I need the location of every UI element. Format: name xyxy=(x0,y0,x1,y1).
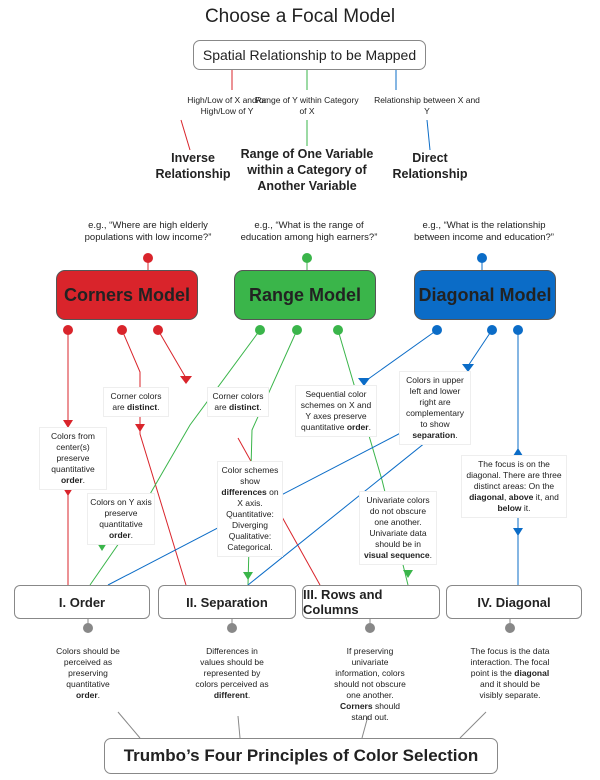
diagram-title: Choose a Focal Model xyxy=(204,6,396,27)
note-diagonal-sequential: Sequential color schemes on X and Y axes… xyxy=(296,386,376,436)
principle-rows-columns: III. Rows and Columns xyxy=(302,585,440,619)
note-corners-order: Colors from center(s) preserve quantitat… xyxy=(40,428,106,489)
example-direct: e.g., “What is the relationship between … xyxy=(414,220,554,243)
note-diagonal-complementary: Colors in upper left and lower right are… xyxy=(400,372,470,444)
diagonal-top-dot xyxy=(477,253,487,263)
principle-order: I. Order xyxy=(14,585,150,619)
range-top-dot xyxy=(302,253,312,263)
note-diagonal-focus: The focus is on the diagonal. There are … xyxy=(462,456,566,517)
principle-separation: II. Separation xyxy=(158,585,296,619)
branch-label-inverse: High/Low of X and/or High/Low of Y xyxy=(187,95,267,116)
branch-label-range: Range of Y within Category of X xyxy=(255,95,359,116)
range-model: Range Model xyxy=(234,270,376,320)
relationship-direct: Direct Relationship xyxy=(392,151,468,181)
principle-separation-desc: Differences in values should be represen… xyxy=(195,646,269,700)
note-corners-distinct-2: Corner colors are distinct. xyxy=(208,388,268,416)
note-range-univariate: Univariate colors do not obscure one ano… xyxy=(360,492,436,564)
note-range-order: Colors on Y axis preserve quantitative o… xyxy=(88,494,154,544)
example-inverse: e.g., “Where are high elderly population… xyxy=(84,220,212,243)
branch-label-direct: Relationship between X and Y xyxy=(374,95,480,116)
corners-model: Corners Model xyxy=(56,270,198,320)
diagonal-model: Diagonal Model xyxy=(414,270,556,320)
example-range: e.g., “What is the range of education am… xyxy=(240,220,378,243)
corners-top-dot xyxy=(143,253,153,263)
principle-order-desc: Colors should be perceived as preserving… xyxy=(56,646,120,700)
top-box: Spatial Relationship to be Mapped xyxy=(193,40,426,70)
bottom-box: Trumbo’s Four Principles of Color Select… xyxy=(104,738,498,774)
principle-rows-columns-desc: If preserving univariate information, co… xyxy=(334,646,406,722)
relationship-range: Range of One Variable within a Category … xyxy=(240,147,374,193)
principle-diagonal-desc: The focus is the data interaction. The f… xyxy=(470,646,550,700)
principle-diagonal: IV. Diagonal xyxy=(446,585,582,619)
note-corners-distinct-1: Corner colors are distinct. xyxy=(104,388,168,416)
note-range-schemes: Color schemes show differences on X axis… xyxy=(218,462,282,556)
relationship-inverse: Inverse Relationship xyxy=(155,151,231,181)
